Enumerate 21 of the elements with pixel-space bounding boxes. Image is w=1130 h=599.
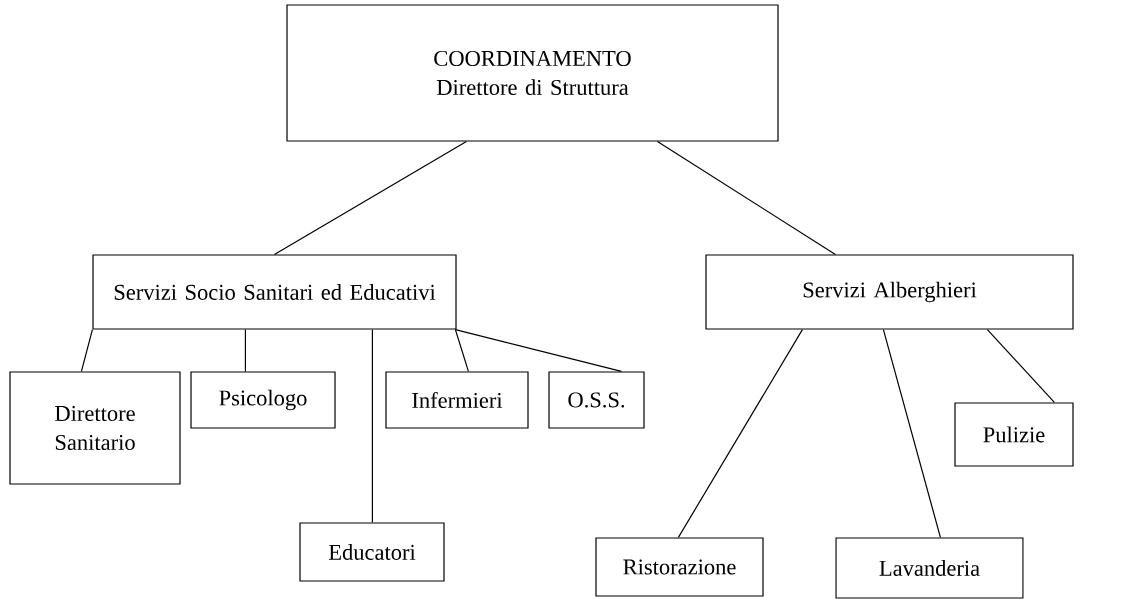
connector-line [454, 329, 469, 372]
role-box: Psicologo [190, 371, 336, 429]
connector-line [882, 329, 941, 538]
connector-line [656, 141, 836, 255]
role-box: Educatori [299, 522, 445, 582]
department-box: Servizi Socio Sanitari ed Educativi [92, 254, 457, 330]
connector-line [371, 329, 373, 523]
connector-line [273, 141, 467, 255]
role-box: O.S.S. [548, 371, 645, 429]
department-box: Servizi Alberghieri [705, 254, 1074, 330]
connector-line [454, 329, 622, 372]
coordination-box: COORDINAMENTO Direttore di Struttura [286, 4, 779, 142]
connector-line [986, 329, 1055, 403]
connector-line [80, 329, 93, 372]
role-box: Pulizie [954, 402, 1074, 467]
role-box: Direttore Sanitario [9, 371, 181, 485]
role-box: Lavanderia [835, 537, 1024, 599]
role-box: Infermieri [385, 371, 529, 429]
connector-line [677, 329, 803, 538]
connector-line [244, 329, 246, 372]
role-box: Ristorazione [595, 537, 764, 597]
